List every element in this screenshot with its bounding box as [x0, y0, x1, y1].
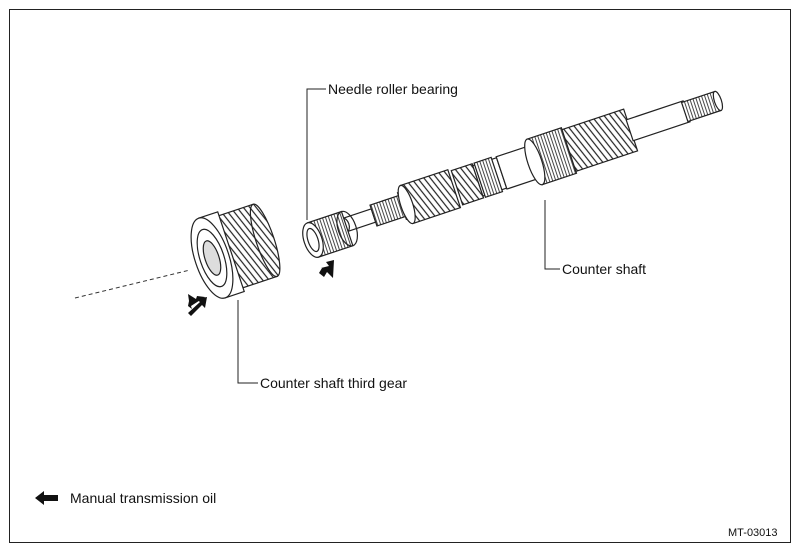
third-gear-leader	[237, 300, 258, 384]
assembly-axis-line	[74, 269, 191, 299]
needle-roller-bearing	[302, 210, 359, 258]
needle-bearing-leader	[306, 88, 326, 220]
legend-oil-label: Manual transmission oil	[70, 490, 217, 506]
oil-arrow-icon	[188, 297, 207, 316]
figure-code: MT-03013	[728, 527, 778, 539]
counter-shaft-label: Counter shaft	[562, 261, 647, 277]
counter-shaft	[340, 90, 724, 233]
oil-arrow-icon	[188, 294, 205, 309]
counter-shaft-third-gear	[190, 203, 281, 299]
counter-shaft-leader	[544, 200, 560, 270]
oil-arrow-icon	[319, 260, 334, 278]
legend-arrow-icon	[35, 491, 58, 505]
needle-bearing-label: Needle roller bearing	[328, 81, 458, 97]
figure-frame	[9, 9, 791, 543]
third-gear-label: Counter shaft third gear	[260, 375, 408, 391]
